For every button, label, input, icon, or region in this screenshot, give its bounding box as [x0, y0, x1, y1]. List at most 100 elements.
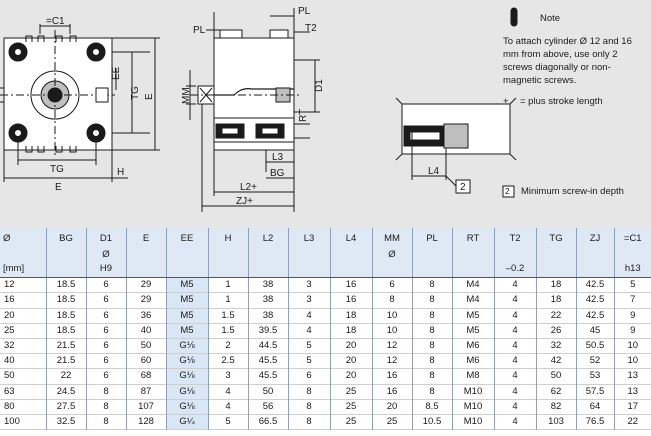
header-cell: [535, 248, 576, 263]
header-cell: [247, 248, 288, 263]
table-cell: 8: [411, 277, 452, 293]
header-cell: TG: [535, 228, 576, 248]
callout-2-number: 2: [460, 182, 466, 193]
table-cell: 8: [411, 368, 452, 384]
table-cell: 63: [4, 385, 15, 397]
table-cell: 5: [287, 353, 330, 369]
table-cell: 20: [329, 353, 372, 369]
table-cell: 4: [493, 338, 536, 354]
dim-l2-label: L2+: [240, 182, 257, 193]
dim-zj-label: ZJ+: [236, 196, 253, 207]
dim-c1-label: =C1: [46, 16, 65, 27]
table-cell: 45.5: [247, 353, 288, 369]
table-cell: 76.5: [575, 414, 614, 430]
table-cell: G⅛: [165, 338, 208, 354]
table-cell: 87: [125, 384, 166, 400]
table-cell: 6: [85, 353, 126, 369]
table-cell: 17: [613, 399, 651, 415]
table-cell: 29: [125, 292, 166, 309]
table-cell: 62: [535, 384, 576, 400]
table-cell: 60: [125, 353, 166, 369]
dim-l4-label: L4: [428, 166, 440, 177]
table-cell: 32.5: [45, 414, 86, 430]
table-cell: 12: [371, 338, 412, 354]
header-cell: [45, 262, 86, 279]
dim-pl-top-label: PL: [298, 6, 311, 17]
table-cell: 82: [535, 399, 576, 415]
header-cell: =C1: [613, 228, 651, 248]
table-cell: 20: [371, 399, 412, 415]
dim-pl-left-label: PL: [193, 25, 206, 36]
table-cell: 25: [371, 414, 412, 430]
table-cell: 8: [85, 384, 126, 400]
table-cell: M5: [451, 308, 494, 324]
header-cell: L4: [329, 228, 372, 248]
table-cell: 8: [411, 308, 452, 324]
header-cell: h13: [613, 262, 651, 279]
header-cell: [125, 248, 166, 263]
note-marker-icon: [510, 7, 518, 27]
header-cell: T2: [493, 228, 536, 248]
dim-ee-label: EE: [111, 66, 122, 80]
table-cell: 18: [535, 292, 576, 309]
table-cell: 10: [613, 338, 651, 354]
table-cell: M5: [451, 323, 494, 339]
header-cell: [411, 248, 452, 263]
table-cell: 1: [207, 277, 248, 293]
table-cell: 38: [247, 308, 288, 324]
table-cell: 26: [535, 323, 576, 339]
header-cell: D1: [85, 228, 126, 248]
plus-symbol: +: [503, 96, 509, 107]
table-cell: 6: [287, 368, 330, 384]
table-cell: 56: [247, 399, 288, 415]
table-cell: 18.5: [45, 323, 86, 339]
callout-legend-box: [502, 185, 515, 198]
table-cell: 4: [493, 292, 536, 309]
table-cell: 4: [493, 384, 536, 400]
table-cell: 39.5: [247, 323, 288, 339]
table-cell: 50: [125, 338, 166, 354]
table-cell: M10: [451, 399, 494, 415]
table-cell: 8: [371, 292, 412, 309]
table-cell: 50.5: [575, 338, 614, 354]
legend-callout-text: Minimum screw-in depth: [521, 186, 624, 197]
table-cell: 16: [329, 292, 372, 309]
table-cell: 40: [4, 355, 15, 367]
table-cell: 21.5: [45, 353, 86, 369]
table-cell: M4: [451, 277, 494, 293]
note-label: Note: [540, 13, 561, 24]
table-cell: 29: [125, 277, 166, 293]
table-cell: 13: [613, 368, 651, 384]
table-cell: M5: [165, 292, 208, 309]
table-cell: G⅛: [165, 353, 208, 369]
table-cell: 8: [411, 353, 452, 369]
table-cell: 8: [85, 414, 126, 430]
table-cell: 18: [329, 308, 372, 324]
table-cell: M6: [451, 353, 494, 369]
plus-stroke-note: = plus stroke length: [520, 96, 603, 107]
header-cell: [287, 262, 330, 279]
table-cell: 8: [411, 323, 452, 339]
table-cell: 100: [4, 415, 20, 427]
header-cell: [45, 248, 86, 263]
header-cell: [493, 248, 536, 263]
table-cell: 42: [535, 353, 576, 369]
table-cell: 18.5: [45, 308, 86, 324]
table-cell: 20: [329, 368, 372, 384]
piston-rod-bore: [30, 70, 80, 120]
table-cell: 2.5: [207, 353, 248, 369]
legend-callout-number: 2: [505, 186, 510, 196]
table-cell: M10: [451, 384, 494, 400]
dim-t2-label: T2: [305, 23, 317, 34]
table-cell: 10: [613, 353, 651, 369]
header-cell: [0, 248, 46, 263]
header-cell: EE: [165, 228, 208, 248]
table-cell: 4: [493, 277, 536, 293]
table-cell: 32: [535, 338, 576, 354]
table-cell: 4: [207, 399, 248, 415]
table-cell: 4: [287, 323, 330, 339]
